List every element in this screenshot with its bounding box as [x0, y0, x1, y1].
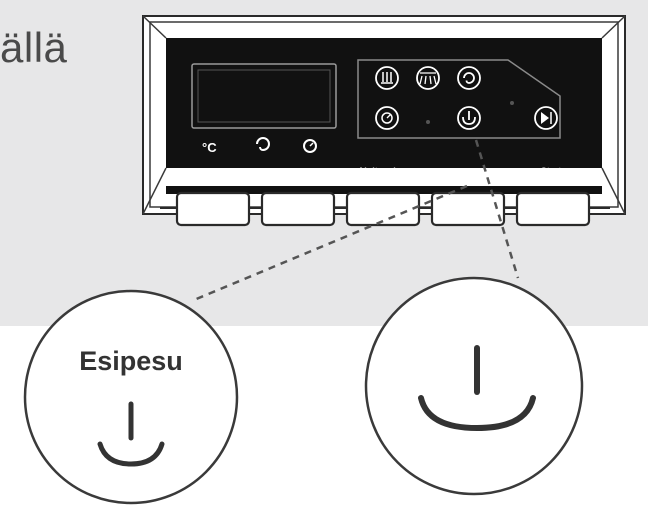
- panel-display-area: [166, 38, 602, 168]
- main-wash-icon: [375, 66, 399, 90]
- delay-start-button[interactable]: [345, 191, 421, 227]
- start-pause-button[interactable]: [515, 191, 591, 227]
- callout-left: Esipesu: [23, 289, 239, 505]
- led-dot: [426, 120, 430, 124]
- button-label-start-line1: Start: [541, 166, 562, 176]
- button-label-delay-line2: siirto: [371, 175, 394, 185]
- spin-icon: [256, 137, 270, 152]
- button-strip: [166, 186, 602, 194]
- button-label-temperature: Lämpötila: [187, 173, 230, 183]
- lcd-inner: [197, 69, 331, 123]
- button-label-start-line2: Tauko: [538, 175, 564, 185]
- spin-button[interactable]: [260, 191, 336, 227]
- leader-line-right: [474, 139, 520, 279]
- led-dot: [510, 101, 514, 105]
- delay-timer-icon: [303, 139, 317, 153]
- callout-right: [364, 276, 584, 496]
- leader-line-left: [193, 184, 468, 302]
- prewash-icon: [97, 401, 165, 467]
- prewash-button[interactable]: [430, 191, 506, 227]
- spin-indicator-icon: [457, 66, 481, 90]
- callout-prewash-label: Esipesu: [79, 346, 183, 376]
- button-label-delay-line1: Aloitusajan: [358, 166, 407, 176]
- prewash-icon: [418, 345, 536, 432]
- rinse-icon: [416, 66, 440, 90]
- prewash-indicator-icon: [457, 106, 481, 130]
- delay-indicator-icon: [375, 106, 399, 130]
- lcd-window: [191, 63, 337, 129]
- button-label-spin: Linkous: [279, 173, 314, 183]
- button-label-prewash: Esipesu: [446, 173, 481, 183]
- temperature-symbol: °C: [202, 140, 217, 155]
- slide-caption-fragment: ällä: [0, 24, 68, 71]
- temperature-button[interactable]: [175, 191, 251, 227]
- start-pause-icon: [534, 106, 558, 130]
- button-row: [160, 191, 610, 227]
- indicator-frame: [357, 59, 561, 139]
